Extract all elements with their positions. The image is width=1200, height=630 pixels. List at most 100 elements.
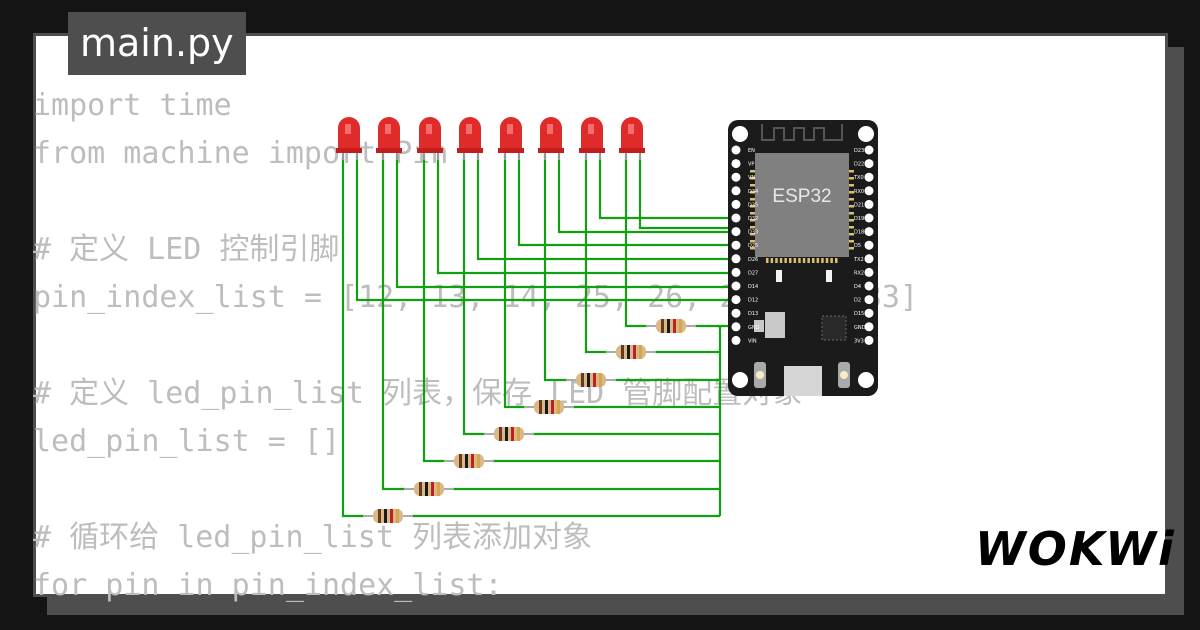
usb-connector[interactable]	[784, 366, 822, 396]
header-pin[interactable]	[864, 213, 874, 223]
resistor-band	[517, 427, 520, 441]
header-pin[interactable]	[864, 267, 874, 277]
resistor-band	[551, 400, 554, 414]
resistor[interactable]	[524, 400, 574, 414]
resistor[interactable]	[606, 345, 656, 359]
resistor-band	[431, 482, 434, 496]
header-pin[interactable]	[731, 254, 741, 264]
led-highlight	[588, 124, 594, 134]
mount-hole	[732, 126, 748, 142]
pin-label: D27	[748, 270, 758, 276]
led[interactable]	[457, 117, 483, 160]
cathode-wire[interactable]	[381, 155, 406, 491]
pin-label: RX0	[854, 189, 864, 195]
led[interactable]	[619, 117, 645, 160]
led[interactable]	[376, 117, 402, 160]
header-pin[interactable]	[864, 322, 874, 332]
pin-label: D26	[748, 257, 758, 263]
module-pad	[770, 258, 774, 263]
led-highlight	[466, 124, 472, 134]
resistor[interactable]	[444, 454, 494, 468]
header-pin[interactable]	[864, 186, 874, 196]
header-pin[interactable]	[864, 240, 874, 250]
pin-label: GND	[748, 325, 760, 331]
header-pin[interactable]	[731, 186, 741, 196]
header-pin[interactable]	[731, 308, 741, 318]
header-pin[interactable]	[864, 281, 874, 291]
led-dome	[581, 117, 603, 152]
header-pin[interactable]	[864, 227, 874, 237]
header-pin[interactable]	[731, 227, 741, 237]
header-pin[interactable]	[864, 335, 874, 345]
resistor-band	[593, 373, 596, 387]
led[interactable]	[417, 117, 443, 160]
module-pad	[750, 205, 755, 208]
module-pad	[849, 198, 854, 201]
header-pin[interactable]	[731, 199, 741, 209]
cathode-wire[interactable]	[341, 155, 365, 518]
header-pin[interactable]	[864, 254, 874, 264]
esp32-module	[755, 153, 849, 257]
header-pin[interactable]	[864, 145, 874, 155]
module-pad	[849, 226, 854, 229]
module-pad	[849, 177, 854, 180]
resistor-band	[477, 454, 480, 468]
header-pin[interactable]	[864, 295, 874, 305]
header-pin[interactable]	[731, 159, 741, 169]
header-pin[interactable]	[731, 322, 741, 332]
signal-wire[interactable]	[476, 155, 736, 261]
signal-wire[interactable]	[557, 155, 736, 234]
resistor[interactable]	[404, 482, 454, 496]
header-pin[interactable]	[864, 159, 874, 169]
resistor-band	[599, 373, 602, 387]
header-pin[interactable]	[731, 240, 741, 250]
header-pin[interactable]	[731, 335, 741, 345]
resistor[interactable]	[646, 319, 696, 333]
wokwi-logo[interactable]: WOKWi	[975, 522, 1176, 576]
header-pin[interactable]	[864, 308, 874, 318]
header-pin[interactable]	[731, 145, 741, 155]
header-pin[interactable]	[731, 213, 741, 223]
header-pin[interactable]	[731, 172, 741, 182]
cathode-wire[interactable]	[422, 155, 446, 463]
signal-wire[interactable]	[436, 155, 736, 275]
header-pin[interactable]	[864, 172, 874, 182]
header-pin[interactable]	[731, 267, 741, 277]
resistor[interactable]	[484, 427, 534, 441]
led[interactable]	[579, 117, 605, 160]
resistor-band	[378, 509, 381, 523]
resistor-band	[545, 400, 548, 414]
led[interactable]	[498, 117, 524, 160]
led[interactable]	[538, 117, 564, 160]
resistor-band	[557, 400, 560, 414]
resistor-band	[679, 319, 682, 333]
resistor[interactable]	[363, 509, 413, 523]
header-pin[interactable]	[731, 295, 741, 305]
header-pin[interactable]	[864, 199, 874, 209]
signal-wire[interactable]	[395, 155, 736, 289]
module-pad	[807, 258, 810, 263]
cathode-wire[interactable]	[624, 155, 648, 328]
module-pad	[750, 198, 755, 201]
signal-wire[interactable]	[517, 155, 736, 247]
resistor-band	[384, 509, 387, 523]
cathode-wire[interactable]	[503, 155, 526, 409]
signal-wire[interactable]	[638, 155, 736, 230]
resistor-band	[465, 454, 468, 468]
led[interactable]	[336, 117, 362, 160]
signal-wire[interactable]	[355, 155, 736, 302]
file-tab[interactable]: main.py	[68, 12, 246, 75]
pin-label: VP	[748, 162, 754, 168]
cathode-wire[interactable]	[543, 155, 568, 382]
signal-wire[interactable]	[598, 155, 736, 220]
module-pad	[779, 258, 783, 263]
pin-label: D35	[748, 202, 758, 208]
resistor-band	[390, 509, 393, 523]
cathode-wire[interactable]	[462, 155, 486, 436]
cathode-wire[interactable]	[584, 155, 608, 354]
mount-hole	[858, 126, 874, 142]
header-pin[interactable]	[731, 281, 741, 291]
resistor[interactable]	[566, 373, 616, 387]
